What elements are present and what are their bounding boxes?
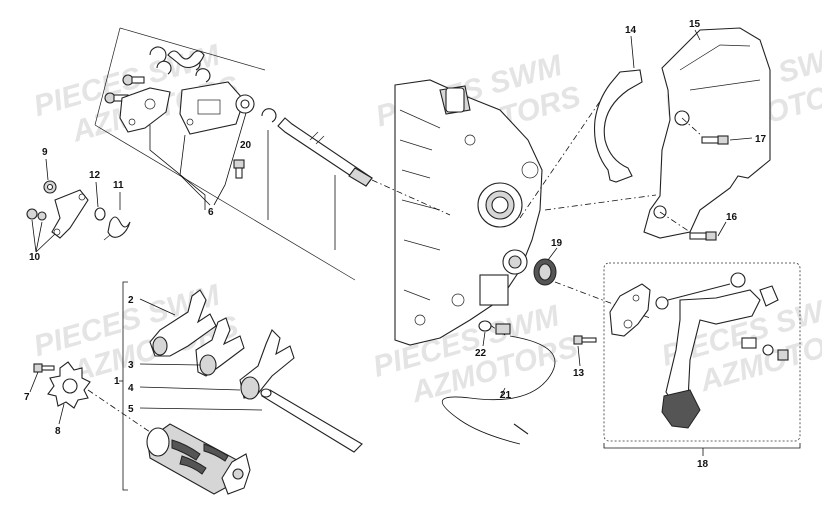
callout-16: 16 bbox=[726, 212, 738, 223]
callout-6: 6 bbox=[208, 207, 214, 218]
callout-20: 20 bbox=[240, 140, 252, 151]
crankcase bbox=[394, 79, 543, 346]
bolt-shank bbox=[131, 76, 145, 84]
callout-14: 14 bbox=[625, 25, 637, 36]
washer bbox=[478, 320, 492, 332]
circlip bbox=[156, 60, 172, 75]
stud bbox=[233, 159, 245, 169]
callout-10: 10 bbox=[29, 252, 41, 263]
callout-11: 11 bbox=[113, 180, 124, 191]
lever-rubber bbox=[661, 389, 701, 429]
callout-17: 17 bbox=[755, 134, 767, 145]
bolt bbox=[705, 231, 717, 241]
shift-plate bbox=[179, 81, 245, 135]
callout-8: 8 bbox=[55, 426, 61, 437]
callout-22: 22 bbox=[475, 348, 487, 359]
callout-19: 19 bbox=[551, 238, 563, 249]
link-rod-end bbox=[730, 272, 746, 288]
callout-5: 5 bbox=[128, 404, 134, 415]
washer bbox=[94, 207, 106, 221]
callout-2: 2 bbox=[128, 295, 134, 306]
bolt bbox=[33, 363, 43, 373]
outer-cover bbox=[643, 27, 771, 239]
inner-cover bbox=[593, 69, 643, 183]
washer bbox=[37, 211, 47, 221]
circlip bbox=[195, 68, 211, 83]
neutral-sensor bbox=[441, 320, 556, 445]
callout-18: 18 bbox=[697, 459, 709, 470]
callout-4: 4 bbox=[128, 383, 134, 394]
sensor bbox=[495, 323, 511, 335]
gear-lever-group bbox=[573, 262, 801, 456]
circlip bbox=[261, 108, 277, 123]
washer bbox=[762, 344, 774, 356]
gear-lever-box bbox=[603, 262, 801, 442]
bolt bbox=[573, 335, 583, 345]
link-rod-end bbox=[655, 296, 669, 310]
sprocket-cover-group bbox=[593, 27, 771, 241]
callout-labels: 9 12 11 10 20 6 2 3 1 4 5 7 8 14 15 17 1… bbox=[24, 19, 767, 470]
shift-shaft-assembly bbox=[94, 27, 373, 281]
star-plate-group bbox=[29, 361, 151, 433]
callout-15: 15 bbox=[689, 19, 701, 30]
fork-drum-assembly bbox=[119, 281, 363, 495]
callout-13: 13 bbox=[573, 368, 585, 379]
lever-bracket bbox=[609, 283, 651, 337]
gear-lever bbox=[665, 289, 761, 405]
callout-12: 12 bbox=[89, 170, 101, 181]
fork-rod bbox=[261, 389, 363, 453]
bolt bbox=[717, 135, 729, 145]
shift-plate bbox=[119, 87, 171, 133]
shift-fork bbox=[149, 289, 217, 357]
bolt bbox=[777, 349, 789, 361]
bolt bbox=[26, 208, 38, 220]
circlip bbox=[149, 46, 167, 63]
pivot-bolt bbox=[741, 337, 757, 349]
callout-21: 21 bbox=[500, 390, 512, 401]
callout-7: 7 bbox=[24, 392, 30, 403]
spring bbox=[107, 216, 131, 238]
shift-arm bbox=[51, 189, 89, 239]
callout-9: 9 bbox=[42, 147, 48, 158]
shift-arm-group bbox=[26, 158, 131, 253]
callout-1: 1 bbox=[114, 376, 120, 387]
spring bbox=[167, 50, 205, 69]
oil-seal bbox=[533, 247, 558, 286]
callout-3: 3 bbox=[128, 360, 134, 371]
